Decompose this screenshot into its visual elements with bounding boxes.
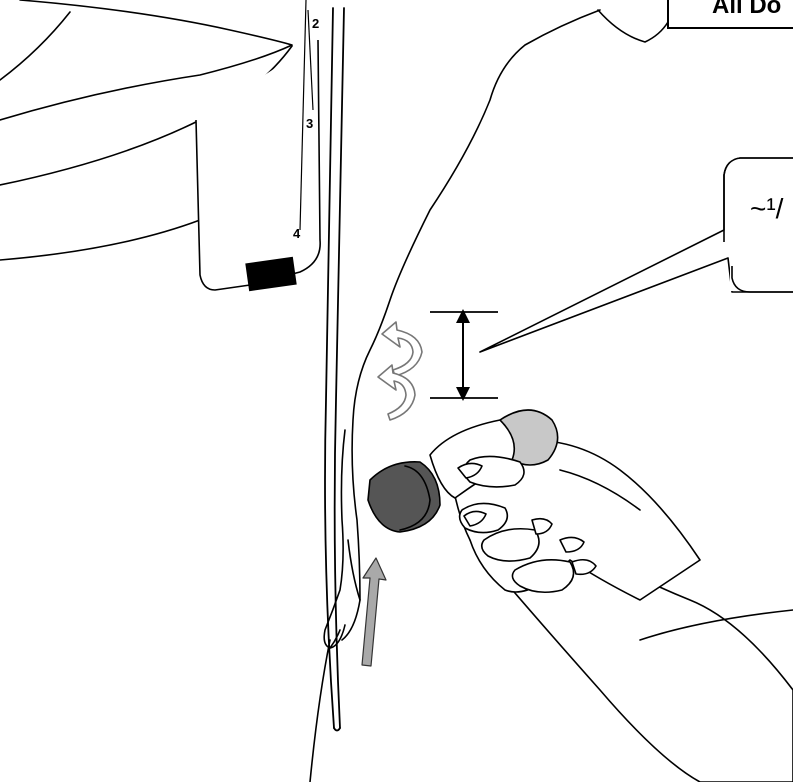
callout-box: ~¹/ [480, 158, 793, 352]
rotation-arrows [378, 322, 422, 420]
tube-mark-2: 2 [312, 16, 319, 31]
measurement-indicator [430, 312, 498, 398]
tube-mark-3: 3 [306, 116, 313, 131]
header-box-text: All Do [712, 0, 781, 19]
drain-tube [325, 8, 344, 731]
up-arrow [362, 558, 386, 666]
callout-text: ~¹/ [750, 193, 784, 224]
drainage-bag: 2 3 4 [196, 0, 320, 291]
header-box: All Do [668, 0, 793, 28]
hand-and-device [368, 410, 793, 782]
